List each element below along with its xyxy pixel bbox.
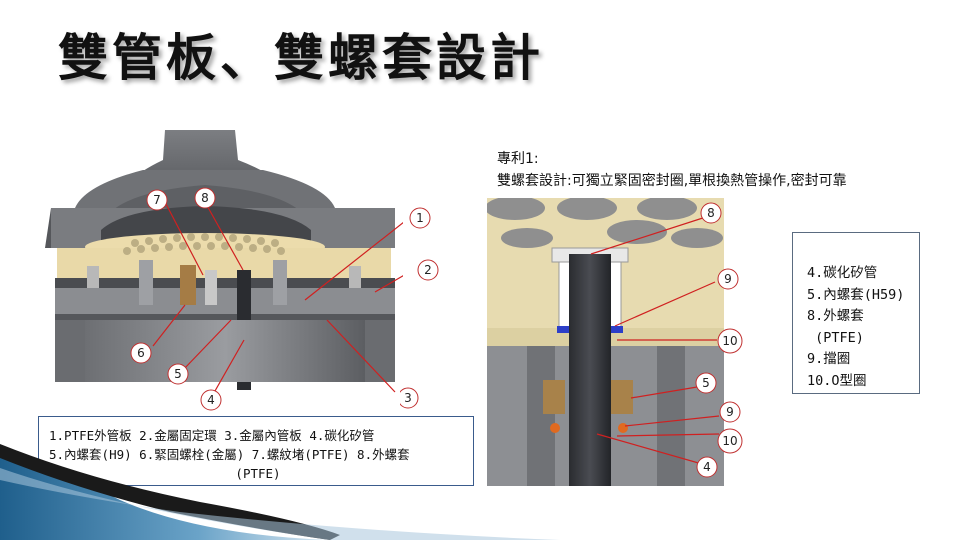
left-outer-callouts: 1 2 3 [400,207,439,409]
right-callout-10b-label: 10 [722,434,737,448]
right-callout-4-label: 4 [703,460,711,474]
decorative-swoosh [0,444,560,540]
patent-note: 專利1: 雙螺套設計:可獨立緊固密封圈,單根換熱管操作,密封可靠 [497,148,847,192]
legend-item-8: 8.外螺套 [807,308,864,324]
left-callout-1-label: 1 [416,211,424,225]
left-callout-2-label: 2 [424,263,432,277]
slide-title: 雙管板、雙螺套設計 [58,29,544,87]
left-callout-7-label: 7 [153,193,161,207]
left-callout-3 [400,387,419,409]
legend-item-10: 10.O型圈 [807,372,867,389]
left-callout-4-label: 4 [207,393,215,407]
right-callout-5 [695,372,717,394]
legend-item-5: 5.內螺套(H59) [807,286,905,303]
left-callout-4 [200,389,222,411]
legend-item-9: 9.擋圈 [807,351,851,367]
right-callout-4 [696,456,718,478]
legend-item-8-material: (PTFE) [807,329,864,346]
caption-line-2: 5.內螺套(H9) 6.緊固螺栓(金屬) 7.螺紋堵(PTFE) 8.外螺套 [49,447,410,462]
left-figure-caption: 1.PTFE外管板 2.金屬固定環 3.金屬內管板 4.碳化矽管 5.內螺套(H… [38,416,474,486]
right-callout-9a [717,268,739,290]
left-callout-7 [146,189,168,211]
left-callout-5 [167,363,189,385]
caption-line-3: (PTFE) [235,466,281,481]
patent-heading: 專利1: [497,151,539,167]
left-callout-8 [194,187,216,209]
left-assembly-figure: 7 8 6 5 4 [35,130,403,412]
right-callout-5-label: 5 [702,376,710,390]
right-callout-9b-label: 9 [726,405,734,419]
caption-line-1: 1.PTFE外管板 2.金屬固定環 3.金屬內管板 4.碳化矽管 [49,428,375,443]
right-callout-9a-label: 9 [724,272,732,286]
left-callout-2 [417,259,439,281]
left-callout-5-label: 5 [174,367,182,381]
legend-item-4: 4.碳化矽管 [807,265,878,281]
right-callout-10a [717,328,743,354]
left-callout-8-label: 8 [201,191,209,205]
right-figure-legend: 4.碳化矽管 5.內螺套(H59) 8.外螺套 (PTFE) 9.擋圈 10.O… [792,232,920,394]
right-callout-10a-label: 10 [722,334,737,348]
right-callout-8 [700,202,722,224]
right-callout-10b [717,428,743,454]
right-sleeve-figure [487,198,724,486]
left-callout-1 [409,207,431,229]
left-callout-3-label: 3 [404,391,412,405]
right-callout-9b [719,401,741,423]
left-callout-6 [130,342,152,364]
patent-description: 雙螺套設計:可獨立緊固密封圈,單根換熱管操作,密封可靠 [497,173,847,189]
right-callouts: 8 9 10 5 9 10 4 [695,202,743,478]
left-callout-6-label: 6 [137,346,145,360]
right-callout-8-label: 8 [707,206,715,220]
